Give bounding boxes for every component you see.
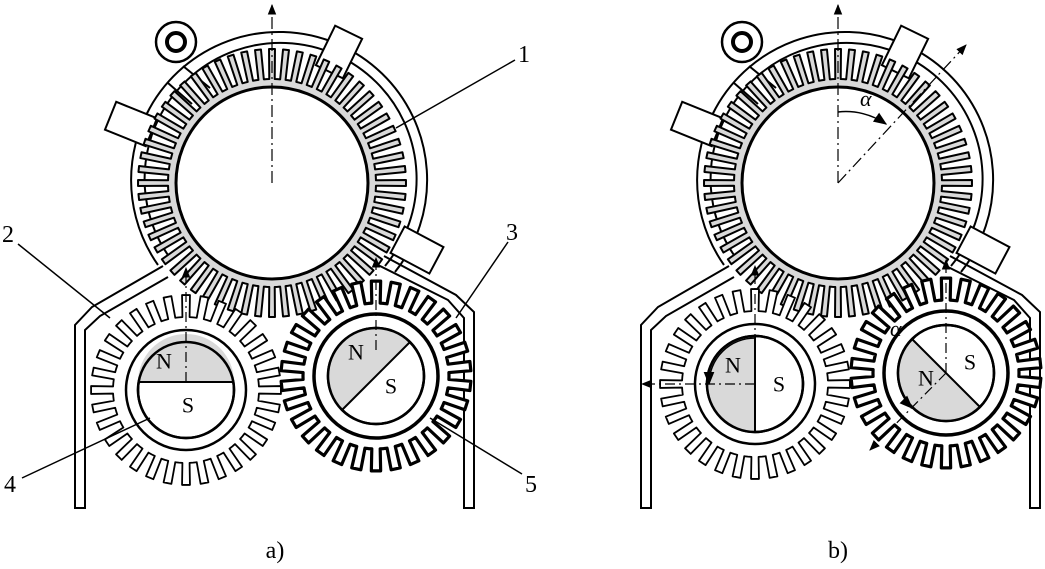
callout-3: 3 bbox=[506, 220, 518, 246]
left-gear-a: N S bbox=[90, 294, 282, 486]
angle-label: α bbox=[860, 86, 872, 111]
pivot-icon bbox=[154, 20, 198, 64]
pole-label-s: S bbox=[773, 372, 785, 397]
rotated-axis-arrow bbox=[837, 44, 967, 184]
panel-a: N S N S 1 2 3 4 5 a) bbox=[2, 3, 537, 564]
pivot-icon bbox=[720, 20, 764, 64]
right-gear-a: N S bbox=[279, 279, 473, 473]
rotation-arc bbox=[703, 337, 756, 386]
panel-caption-b: b) bbox=[828, 538, 848, 564]
pole-label-n: N bbox=[348, 340, 364, 365]
callout-4: 4 bbox=[4, 472, 16, 498]
rotated-axis-arrow bbox=[869, 372, 947, 451]
pivot-bracket bbox=[720, 20, 777, 105]
pivot-bracket bbox=[154, 20, 211, 105]
callout-2: 2 bbox=[2, 222, 14, 248]
rotation-arc bbox=[897, 336, 916, 409]
pole-label-s: S bbox=[385, 374, 397, 399]
callout-5: 5 bbox=[525, 472, 537, 498]
magnet-north-half bbox=[327, 327, 410, 410]
callout-1: 1 bbox=[518, 42, 530, 68]
callouts: 1 2 3 4 5 bbox=[2, 42, 537, 498]
outer-frame bbox=[640, 255, 1041, 509]
pole-label-n: N bbox=[156, 349, 172, 374]
panel-b: α N S N S α b) bbox=[640, 3, 1043, 564]
pole-label-s: S bbox=[964, 350, 976, 375]
panel-caption-a: a) bbox=[266, 538, 285, 564]
pole-label-n: N bbox=[918, 366, 934, 391]
outer-frame bbox=[74, 255, 475, 509]
angle-arc bbox=[837, 110, 888, 125]
pole-label-s: S bbox=[182, 393, 194, 418]
pole-label-n: N bbox=[725, 353, 741, 378]
angle-label: α bbox=[890, 316, 902, 341]
